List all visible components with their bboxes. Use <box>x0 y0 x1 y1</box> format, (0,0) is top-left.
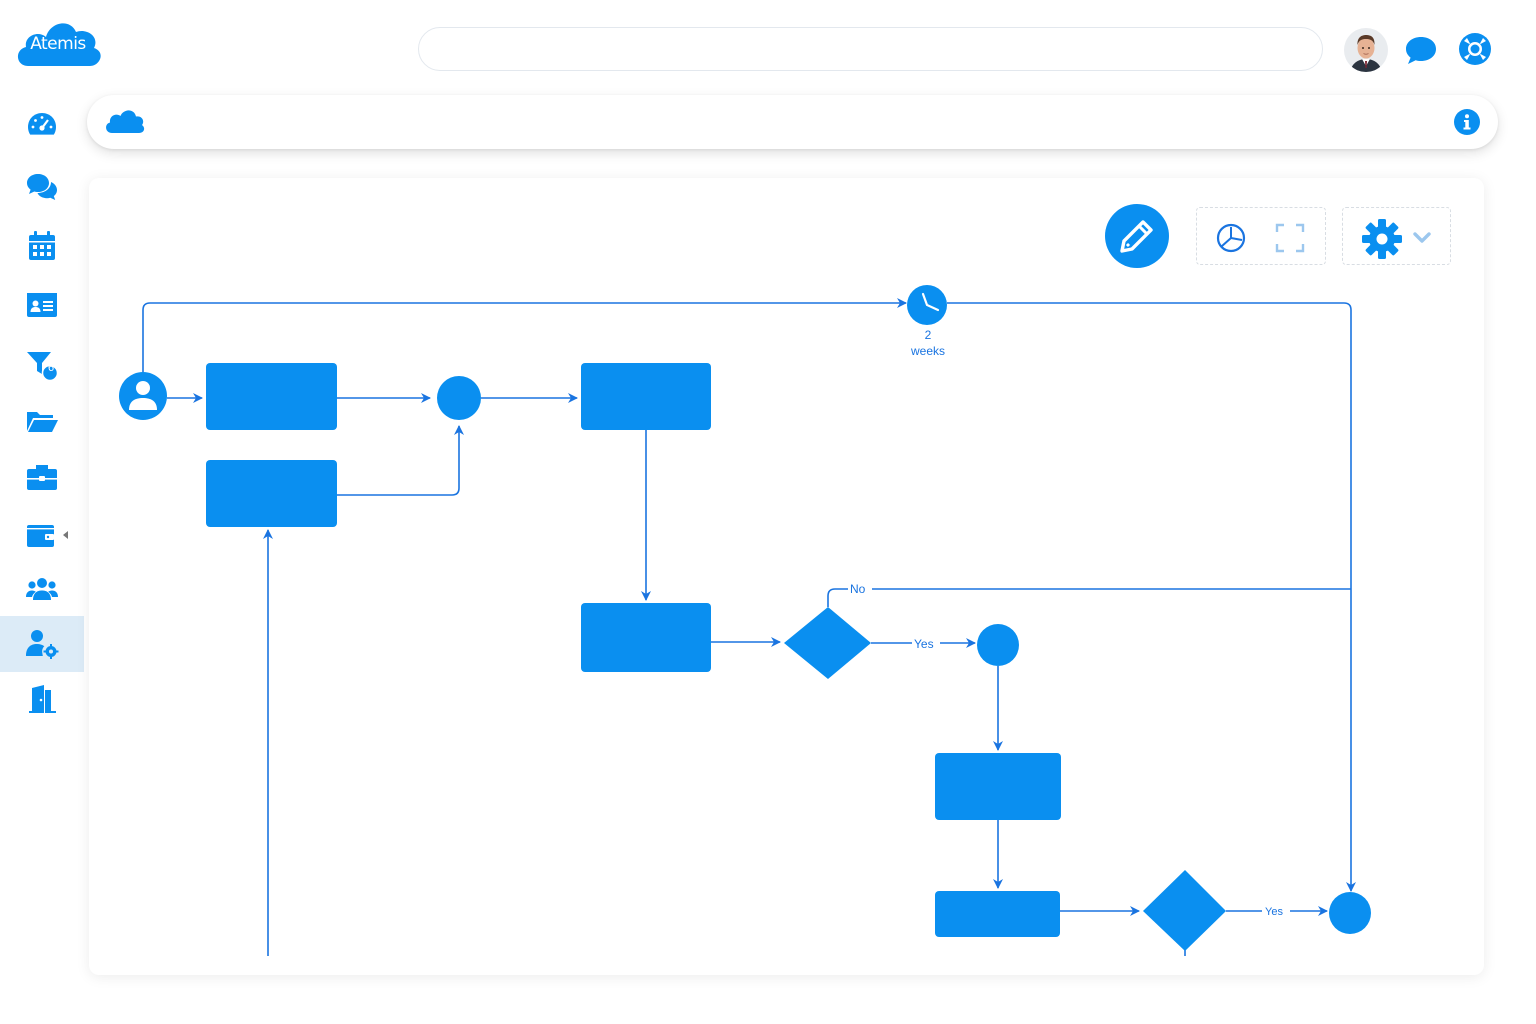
chat-bubble-icon <box>1406 37 1436 64</box>
timer-value-label: 2 <box>925 328 932 342</box>
workflow-canvas[interactable] <box>89 178 1484 975</box>
sidebar-item-projects[interactable] <box>0 450 84 506</box>
task-box[interactable] <box>581 603 711 672</box>
info-button[interactable] <box>1453 108 1481 136</box>
fullscreen-icon[interactable] <box>1275 223 1305 253</box>
pencil-icon <box>1120 220 1153 253</box>
task-box[interactable] <box>206 363 337 430</box>
cloud-icon <box>106 110 145 133</box>
search-input[interactable] <box>418 27 1323 71</box>
clock-hands-icon <box>921 292 940 312</box>
timer-node[interactable] <box>907 285 947 325</box>
task-box[interactable] <box>206 460 337 527</box>
edit-button[interactable] <box>1105 204 1169 268</box>
exit-door-icon <box>29 685 56 713</box>
users-icon <box>26 578 58 600</box>
task-box[interactable] <box>935 891 1060 937</box>
merge-node[interactable] <box>437 376 481 420</box>
sidebar-item-dashboard[interactable] <box>0 96 84 152</box>
edge-start-to-timer <box>142 298 907 375</box>
sidebar-item-wallet[interactable] <box>0 507 84 563</box>
user-settings-icon <box>26 630 59 659</box>
sidebar-item-files[interactable] <box>0 393 84 449</box>
filter-badge: 6 <box>47 362 55 374</box>
calendar-icon <box>29 231 55 260</box>
briefcase-icon <box>27 465 57 490</box>
contact-card-icon <box>27 293 57 317</box>
logo-text: Atemis <box>30 34 86 54</box>
clock-icon[interactable] <box>1215 222 1247 254</box>
edge-task2-to-merge <box>337 425 464 496</box>
task-box[interactable] <box>581 363 711 430</box>
chevron-down-icon <box>1413 232 1431 243</box>
yes-branch-label: Yes <box>914 637 934 651</box>
messages-button[interactable] <box>1403 32 1439 73</box>
help-button[interactable] <box>1457 31 1493 72</box>
wallet-icon <box>27 525 54 547</box>
folder-icon <box>27 412 58 432</box>
sidebar-item-team[interactable] <box>0 561 84 617</box>
merge-node[interactable] <box>977 624 1019 666</box>
edge-timer-to-end <box>947 302 1356 892</box>
filter-icon <box>27 352 59 381</box>
decision-diamond[interactable] <box>1143 870 1226 951</box>
sidebar-item-chat[interactable] <box>0 158 84 214</box>
edge-decision1-no <box>827 588 1351 607</box>
app-logo[interactable]: Atemis <box>14 10 104 70</box>
decision-diamond[interactable] <box>784 607 871 679</box>
user-avatar[interactable] <box>1344 28 1388 72</box>
avatar-portrait-icon <box>1344 28 1388 72</box>
chat-icon <box>27 174 57 200</box>
task-box[interactable] <box>935 753 1061 820</box>
no-branch-label: No <box>850 582 866 596</box>
lifebuoy-icon <box>1459 33 1491 65</box>
sidebar-item-contacts[interactable] <box>0 277 84 333</box>
timer-unit-label: weeks <box>910 344 945 358</box>
cloud-logo-icon <box>17 23 101 67</box>
sidebar-item-filters[interactable]: 6 <box>0 336 84 392</box>
yes-branch-label: Yes <box>1265 906 1283 918</box>
view-tools-group <box>1196 207 1326 265</box>
page-header-bar <box>87 95 1498 149</box>
sidebar-item-calendar[interactable] <box>0 218 84 274</box>
settings-menu-group[interactable] <box>1342 207 1451 265</box>
info-icon <box>1454 109 1480 135</box>
gear-icon[interactable] <box>1361 218 1403 260</box>
start-user-node[interactable] <box>119 372 167 420</box>
sidebar-item-user-settings[interactable] <box>0 616 84 672</box>
end-node[interactable] <box>1329 892 1371 934</box>
dashboard-icon <box>28 113 56 135</box>
sidebar-item-logout[interactable] <box>0 672 84 728</box>
caret-left-icon <box>63 531 68 539</box>
